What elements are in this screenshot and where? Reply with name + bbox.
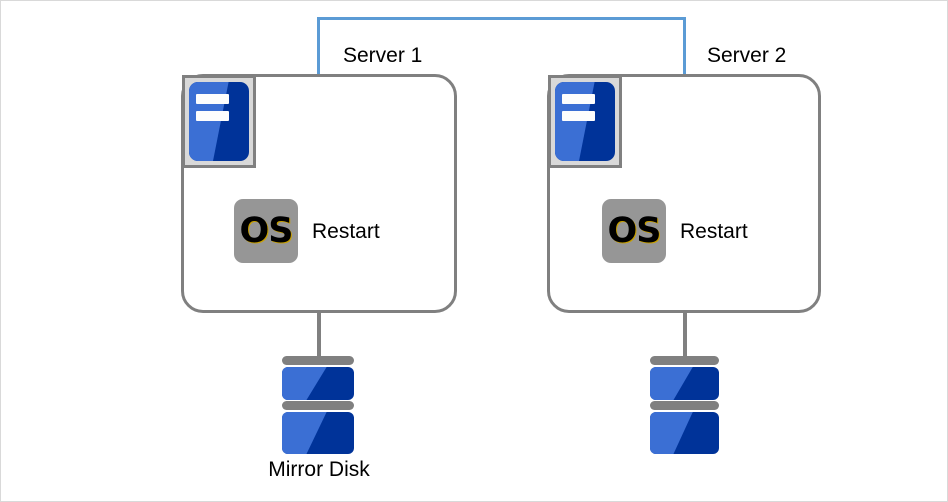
server-icon: [548, 75, 622, 168]
os-badge-text: OS: [607, 210, 662, 251]
os-badge-text: OS: [239, 210, 294, 251]
disk-segment-1: [650, 367, 719, 400]
server-1-disk-connector: [317, 313, 321, 360]
disk-segment-2: [282, 412, 354, 454]
server-1-label: Server 1: [343, 44, 423, 67]
disk-segment-2: [650, 412, 719, 454]
server-icon: [182, 75, 256, 168]
disk-segment-1-highlight: [282, 367, 327, 400]
server-icon-slot-1: [195, 93, 230, 105]
disk-cap-top: [282, 356, 354, 365]
disk-segment-1-highlight: [650, 367, 693, 400]
server-2-status-label: Restart: [680, 220, 748, 243]
disk-cap-middle: [650, 401, 719, 410]
server-icon-body: [189, 82, 249, 161]
disk-cap-middle: [282, 401, 354, 410]
server-icon-slot-2: [195, 111, 230, 122]
server-2-disk-connector: [683, 313, 687, 360]
disk-segment-2-highlight: [282, 412, 327, 454]
disk-segment-1: [282, 367, 354, 400]
server-1-disk: [282, 356, 354, 454]
os-badge: OS: [602, 199, 666, 263]
os-badge: OS: [234, 199, 298, 263]
disk-segment-2-highlight: [650, 412, 693, 454]
server-icon-slot-1: [561, 93, 596, 105]
server-1-status-label: Restart: [312, 220, 380, 243]
server-1-disk-label: Mirror Disk: [268, 458, 370, 481]
server-icon-body: [555, 82, 615, 161]
server-2-label: Server 2: [707, 44, 787, 67]
server-2-disk: [650, 356, 719, 454]
interconnect-link: [317, 17, 686, 75]
server-icon-slot-2: [561, 111, 596, 122]
disk-cap-top: [650, 356, 719, 365]
